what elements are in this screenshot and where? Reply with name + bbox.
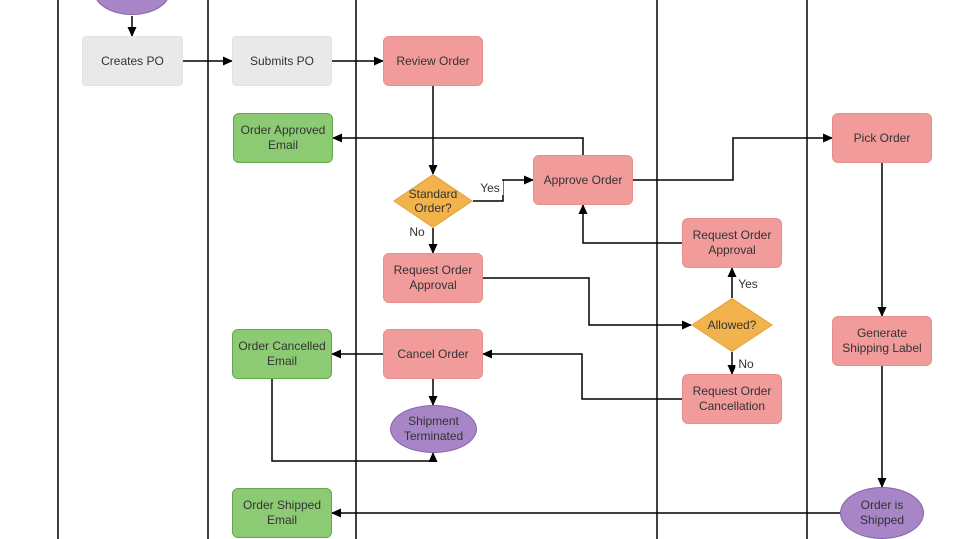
node-creates-po[interactable]: Creates PO: [82, 36, 183, 86]
node-cancel-order[interactable]: Cancel Order: [383, 329, 483, 379]
node-label: Order Approved Email: [240, 123, 326, 152]
node-label: Review Order: [396, 53, 470, 68]
node-label: Standard Order?: [408, 186, 458, 215]
node-label: Request Order Approval: [393, 263, 473, 292]
node-order-shipped-email[interactable]: Order Shipped Email: [232, 488, 332, 538]
edge-label-standard-yes: Yes: [477, 181, 503, 195]
node-order-cancelled-email[interactable]: Order Cancelled Email: [232, 329, 332, 379]
node-generate-shipping-label[interactable]: Generate Shipping Label: [832, 316, 932, 366]
node-shipment-terminated[interactable]: Shipment Terminated: [390, 405, 477, 453]
node-label: Approve Order: [543, 172, 623, 187]
connector-request-approval-to-allowed: [483, 277, 692, 330]
node-label: Order Shipped Email: [242, 498, 322, 527]
node-label: Cancel Order: [397, 346, 469, 361]
connector-approve-to-approved-email: [332, 133, 584, 155]
connector-cancelled-email-to-terminated: [271, 379, 438, 462]
node-label: Request Order Approval: [692, 228, 772, 257]
edge-label-standard-no: No: [406, 225, 428, 239]
connector-standard-yes-to-approve: [473, 175, 534, 202]
node-label: Request Order Cancellation: [692, 384, 772, 413]
edge-label-allowed-no: No: [735, 357, 757, 371]
connector-request-approval-right-to-approve: [578, 204, 682, 244]
node-submits-po[interactable]: Submits PO: [232, 36, 332, 86]
node-label: Submits PO: [249, 53, 315, 68]
edge-label-allowed-yes: Yes: [735, 277, 761, 291]
node-label: Order Cancelled Email: [238, 339, 326, 368]
node-label: Creates PO: [101, 53, 164, 68]
connector-approve-to-pick-order: [633, 133, 833, 181]
node-order-is-shipped[interactable]: Order is Shipped: [840, 487, 924, 539]
node-label: Shipment Terminated: [403, 414, 464, 443]
node-label: Pick Order: [853, 130, 911, 145]
node-request-order-cancellation[interactable]: Request Order Cancellation: [682, 374, 782, 424]
node-request-order-approval[interactable]: Request Order Approval: [383, 253, 483, 303]
swimlane-dividers: [57, 0, 808, 539]
connector-request-cancellation-to-cancel: [482, 349, 682, 400]
node-review-order[interactable]: Review Order: [383, 36, 483, 86]
node-label: Order is Shipped: [859, 498, 905, 527]
node-label: Generate Shipping Label: [842, 326, 922, 355]
node-label: Allowed?: [707, 317, 757, 332]
node-approve-order[interactable]: Approve Order: [533, 155, 633, 205]
node-pick-order[interactable]: Pick Order: [832, 113, 932, 163]
node-request-order-approval-right[interactable]: Request Order Approval: [682, 218, 782, 268]
node-order-approved-email[interactable]: Order Approved Email: [233, 113, 333, 163]
